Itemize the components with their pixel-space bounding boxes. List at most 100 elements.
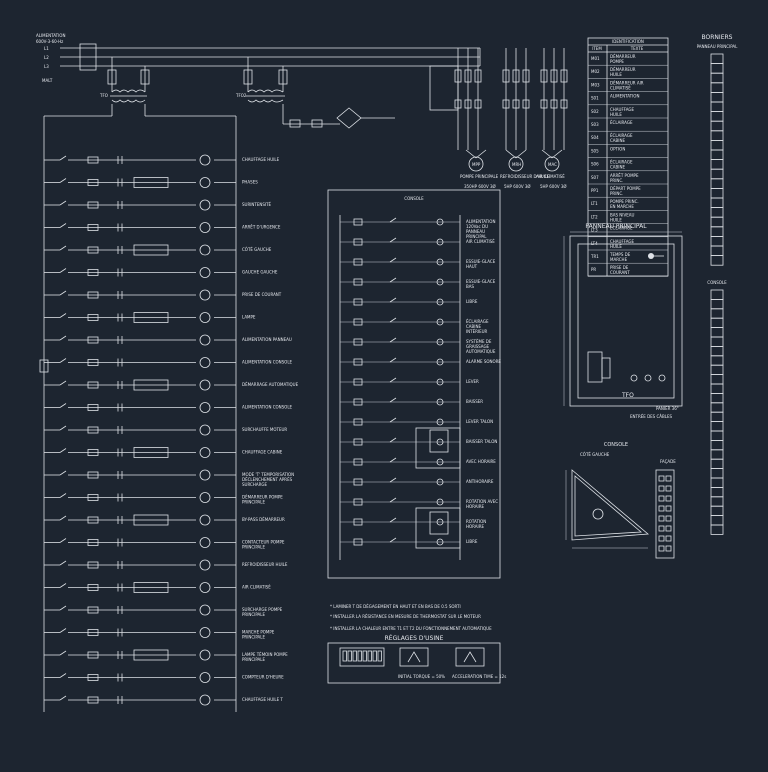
console-rung: BAISSER (340, 397, 483, 406)
console-drawing-title: CONSOLE (604, 442, 628, 448)
power-supply: ALIMENTATION 600V-3-60-Hz L1 L2 L3 MALT (36, 33, 481, 83)
console-rung: ANTIHORAIRE (340, 477, 494, 486)
ladder-rung: CÔTÉ GAUCHE (44, 244, 272, 256)
note-1: * LAMINER T DE DÉGAGEMENT EN HAUT ET EN … (330, 604, 461, 609)
console-rung: LEVER TALON (340, 417, 493, 426)
identification-text: ÉCLAIRAGE (610, 120, 633, 125)
ladder-rung: SURCHAUFFE MOTEUR (44, 424, 287, 436)
phase-malt: MALT (42, 78, 53, 83)
phase-l2: L2 (44, 55, 49, 60)
motor-tag: MPP (472, 162, 481, 167)
ladder-rung: BY-PASS DÉMARREUR (44, 514, 285, 526)
identification-header-text: TEXTE (630, 46, 644, 51)
bornes-console-label: CONSOLE (707, 280, 727, 285)
console-rung: BAISSER TALON (340, 437, 497, 446)
motor-tag: MRH (512, 162, 521, 167)
identification-item: M03 (591, 82, 600, 87)
motor-label: POMPE PRINCIPALE (460, 174, 499, 179)
identification-item: LT1 (591, 201, 598, 206)
panneau-note-panier: PANIER 36" (656, 406, 679, 411)
panneau-tag: TFO (621, 392, 634, 399)
ladder-rung: ALIMENTATION CONSOLE (44, 357, 293, 368)
identification-item: S02 (591, 109, 599, 114)
ladder-label: CHAUFFAGE HUILE T (242, 697, 283, 702)
identification-item: S05 (591, 148, 599, 153)
transformer-tfo: TFO (99, 57, 150, 103)
console-rung: LIBRE (340, 297, 478, 306)
console-label: BAISSER TALON (466, 439, 497, 444)
ladder-label: PRISE DE COURANT (242, 292, 282, 297)
ladder-label: ALIMENTATION PANNEAU (242, 337, 292, 342)
motor-tag: MAC (548, 162, 557, 167)
identification-item: M01 (591, 56, 600, 61)
identification-item: S06 (591, 162, 599, 167)
ladder-label: PHASES (242, 180, 258, 185)
console-label: ALARME SONORE (466, 359, 501, 364)
console-rung: LEVER (340, 377, 479, 386)
ladder-rung: PHASES (44, 177, 258, 188)
console-label: LEVER TALON (466, 419, 493, 424)
ladder-rung: AIR CLIMATISÉ (44, 582, 271, 593)
identification-title: IDENTIFICATION (612, 39, 644, 44)
identification-item: S03 (591, 122, 599, 127)
console-rung: AIR CLIMATISÉ (340, 237, 495, 246)
ladder-rung: CHAUFFAGE HUILE T (44, 694, 283, 706)
panneau-title: PANNEAU PRINCIPAL (585, 223, 647, 230)
ladder-rung: SURINTENSITÉ (44, 199, 272, 211)
ladder-label: ALIMENTATION CONSOLE (242, 360, 293, 365)
console-title: CONSOLE (404, 196, 424, 201)
supply-title: ALIMENTATION (36, 33, 65, 38)
identification-item: PP1 (591, 188, 599, 193)
reglages-label-1: INITIAL TORQUE = 50% (398, 674, 445, 679)
ladder-label: LAMPE (242, 315, 256, 320)
ladder-rung: PRISE DE COURANT (44, 289, 282, 301)
notes: * LAMINER T DE DÉGAGEMENT EN HAUT ET EN … (330, 604, 492, 631)
ladder-label: SURCHAUFFE MOTEUR (242, 427, 287, 432)
identification-row: S03 ÉCLAIRAGE (588, 120, 668, 132)
console-label: LIBRE (466, 539, 478, 544)
identification-text: ALIMENTATION (610, 94, 639, 99)
bornes-title: BORNIERS (702, 34, 733, 41)
console-side-label: CÔTÉ GAUCHE (580, 452, 610, 457)
ladder-rung: REFROIDISSEUR HUILE (44, 559, 288, 571)
phase-l1: L1 (44, 46, 49, 51)
ladder-label: AIR CLIMATISÉ (242, 585, 271, 590)
reglages-label-2: ACCELERATION TIME = 12s (452, 674, 506, 679)
identification-item: S04 (591, 135, 599, 140)
